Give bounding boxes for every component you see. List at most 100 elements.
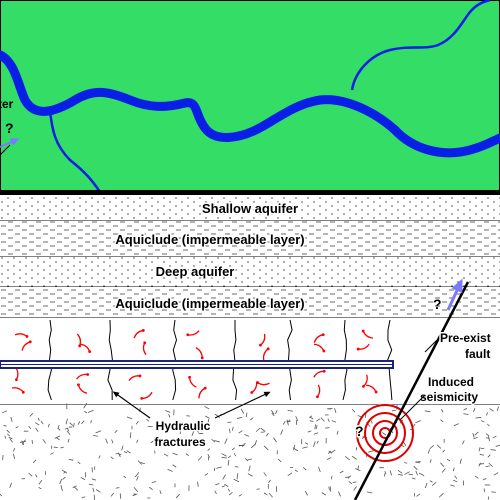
basement-mark bbox=[305, 490, 308, 496]
layer-label-aquiclude-upper: Aquiclude (impermeable layer) bbox=[115, 232, 304, 247]
basement-mark bbox=[4, 435, 7, 439]
basement-mark bbox=[126, 416, 133, 420]
seismicity-unknown-mark: ? bbox=[355, 423, 364, 439]
basement-mark bbox=[472, 433, 475, 438]
basement-mark bbox=[416, 493, 421, 497]
basement-mark bbox=[61, 469, 68, 474]
basement-mark bbox=[450, 484, 455, 487]
basement-mark bbox=[295, 416, 299, 422]
basement-mark bbox=[273, 437, 277, 443]
basement-mark bbox=[165, 424, 170, 429]
ground-surface-line bbox=[0, 190, 500, 195]
fracture-flow-arrowhead bbox=[143, 341, 147, 345]
fracture-flow-arrowhead bbox=[188, 375, 191, 379]
river-label: ter bbox=[0, 97, 14, 111]
basement-mark bbox=[485, 412, 489, 416]
basement-mark bbox=[490, 449, 497, 451]
basement-mark bbox=[271, 412, 275, 417]
seismicity-label-line1: Induced bbox=[428, 375, 474, 389]
surface-unknown-mark: ? bbox=[5, 120, 14, 136]
basement-mark bbox=[371, 420, 373, 424]
basement-mark bbox=[29, 412, 34, 417]
fracture-flow-arrowhead bbox=[322, 349, 326, 353]
basement-mark bbox=[68, 458, 74, 461]
basement-mark bbox=[40, 420, 44, 425]
basement-mark bbox=[73, 423, 75, 428]
basement-mark bbox=[60, 485, 63, 492]
basement-mark bbox=[313, 441, 316, 448]
basement-mark bbox=[429, 459, 432, 463]
fracture-flow-arrowhead bbox=[200, 356, 204, 360]
basement-mark bbox=[263, 445, 269, 451]
basement-mark bbox=[62, 476, 66, 480]
basement-mark bbox=[28, 425, 32, 430]
basement-mark bbox=[473, 436, 478, 440]
basement-mark bbox=[196, 430, 200, 433]
basement-mark bbox=[123, 451, 128, 454]
basement-mark bbox=[418, 472, 425, 476]
fracture-flow-arrowhead bbox=[15, 378, 18, 382]
basement-mark bbox=[207, 419, 210, 424]
basement-mark bbox=[233, 453, 237, 457]
basement-mark bbox=[231, 447, 235, 451]
basement-mark bbox=[214, 413, 220, 418]
basement-mark bbox=[429, 444, 434, 450]
basement-mark bbox=[9, 482, 12, 488]
fracture-flow-arrowhead bbox=[140, 396, 144, 400]
basement-mark bbox=[294, 469, 298, 473]
basement-mark bbox=[355, 468, 361, 472]
basement-mark bbox=[268, 479, 271, 483]
basement-mark bbox=[77, 421, 81, 425]
basement-mark bbox=[205, 415, 210, 419]
basement-mark bbox=[282, 420, 286, 425]
basement-mark bbox=[74, 486, 79, 491]
basement-mark bbox=[77, 461, 81, 465]
basement-mark bbox=[42, 438, 46, 444]
basement-mark bbox=[195, 425, 199, 428]
basement-mark bbox=[151, 481, 157, 484]
basement-mark bbox=[121, 445, 124, 451]
basement-mark bbox=[134, 472, 140, 478]
basement-mark bbox=[91, 478, 97, 481]
fracture-flow-arrowhead bbox=[322, 369, 326, 373]
fault-label-pointer bbox=[424, 339, 438, 353]
basement-mark bbox=[327, 450, 332, 454]
basement-mark bbox=[488, 462, 493, 467]
basement-mark bbox=[83, 403, 88, 409]
basement-mark bbox=[480, 420, 485, 423]
basement-mark bbox=[384, 470, 387, 475]
surface-pointer-line bbox=[0, 144, 11, 156]
basement-mark bbox=[38, 480, 43, 485]
basement-mark bbox=[244, 434, 250, 437]
basement-mark bbox=[204, 405, 210, 410]
basement-mark bbox=[263, 472, 267, 477]
basement-mark bbox=[105, 438, 108, 444]
basement-mark bbox=[493, 472, 499, 476]
basement-mark bbox=[329, 486, 332, 492]
basement-mark bbox=[270, 409, 275, 415]
basement-mark bbox=[224, 483, 229, 487]
basement-mark bbox=[255, 427, 261, 432]
basement-mark bbox=[268, 492, 273, 498]
basement-mark bbox=[238, 494, 243, 497]
basement-mark bbox=[347, 475, 352, 479]
basement-mark bbox=[408, 473, 414, 476]
basement-mark bbox=[438, 493, 444, 498]
basement-mark bbox=[485, 433, 490, 437]
basement-mark bbox=[429, 480, 433, 483]
seismicity-rings bbox=[356, 404, 414, 462]
basement-mark bbox=[320, 417, 325, 422]
basement-mark bbox=[404, 471, 410, 475]
basement-mark bbox=[227, 455, 232, 459]
basement-mark bbox=[69, 422, 74, 426]
basement-mark bbox=[10, 416, 13, 423]
basement-mark bbox=[492, 435, 497, 439]
fracture-flow-arrowhead bbox=[141, 329, 145, 332]
basement-mark bbox=[313, 432, 319, 435]
seismicity-label-pointer bbox=[399, 394, 426, 421]
basement-mark bbox=[165, 410, 171, 413]
fault-label-line1: Pre-exist bbox=[440, 331, 491, 345]
basement-mark bbox=[321, 492, 327, 496]
basement-mark bbox=[167, 468, 173, 472]
basement-mark bbox=[473, 408, 476, 412]
